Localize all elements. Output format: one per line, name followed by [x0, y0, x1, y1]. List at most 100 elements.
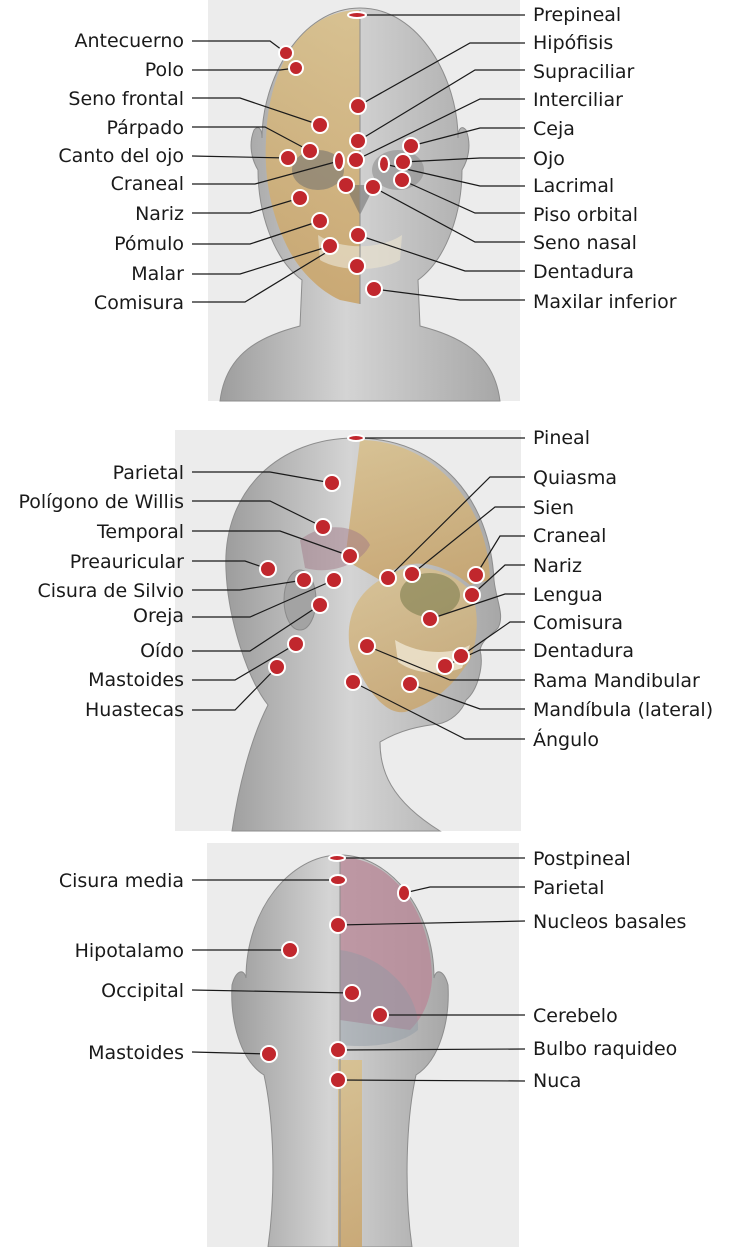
point-oido: [311, 596, 329, 614]
label-pomulo: Pómulo: [114, 233, 184, 255]
label-oido: Oído: [140, 640, 184, 662]
point-parietal-posterior: [397, 884, 411, 902]
point-lacrimal: [378, 155, 390, 173]
label-nuca: Nuca: [533, 1070, 581, 1092]
label-poligono-de-willis: Polígono de Willis: [18, 491, 184, 513]
point-polo: [288, 60, 304, 76]
panel-posterior: [207, 843, 519, 1247]
label-seno-frontal: Seno frontal: [68, 88, 184, 110]
point-quiasma: [379, 569, 397, 587]
point-cisura-de-silvio: [295, 571, 313, 589]
label-hipotalamo: Hipotalamo: [75, 940, 184, 962]
point-seno-nasal: [364, 178, 382, 196]
point-seno-frontal: [311, 116, 329, 134]
point-postpineal: [328, 854, 346, 862]
point-oreja: [325, 571, 343, 589]
label-quiasma: Quiasma: [533, 467, 617, 489]
point-sien: [403, 565, 421, 583]
point-craneal: [333, 151, 345, 171]
label-hipofisis: Hipófisis: [533, 32, 613, 54]
label-polo: Polo: [145, 59, 184, 81]
point-nucleos-basales: [329, 916, 347, 934]
point-malar: [321, 237, 339, 255]
label-sien: Sien: [533, 497, 574, 519]
point-mastoides-posterior: [260, 1045, 278, 1063]
label-preauricular: Preauricular: [70, 551, 184, 573]
point-parietal: [323, 474, 341, 492]
label-dentadura: Dentadura: [533, 261, 634, 283]
point-piso-orbital: [393, 171, 411, 189]
label-mastoides-posterior: Mastoides: [88, 1042, 184, 1064]
label-nariz-lateral: Nariz: [533, 555, 582, 577]
point-canto-del-ojo: [279, 149, 297, 167]
point-maxilar-inferior: [365, 280, 383, 298]
point-huastecas: [268, 658, 286, 676]
panel-lateral: [175, 430, 521, 832]
label-antecuerno: Antecuerno: [74, 30, 184, 52]
label-mastoides: Mastoides: [88, 669, 184, 691]
point-angulo: [344, 673, 362, 691]
point-hipotalamo: [281, 941, 299, 959]
label-parietal: Parietal: [113, 462, 184, 484]
label-cisura-de-silvio: Cisura de Silvio: [37, 580, 184, 602]
point-pomulo: [311, 212, 329, 230]
label-dentadura-lateral: Dentadura: [533, 640, 634, 662]
label-lacrimal: Lacrimal: [533, 175, 614, 197]
label-canto-del-ojo: Canto del ojo: [58, 145, 184, 167]
point-lengua: [421, 610, 439, 628]
point-mastoides: [287, 635, 305, 653]
label-interciliar: Interciliar: [533, 89, 623, 111]
label-angulo: Ángulo: [533, 728, 599, 751]
label-pineal: Pineal: [533, 427, 590, 449]
label-mandibula-lateral: Mandíbula (lateral): [533, 699, 713, 721]
label-nariz: Nariz: [135, 203, 184, 225]
point-nariz: [291, 189, 309, 207]
acupoints: [259, 11, 485, 1089]
point-hipofisis: [349, 97, 367, 115]
label-bulbo-raquideo: Bulbo raquideo: [533, 1038, 677, 1060]
label-temporal: Temporal: [96, 521, 184, 543]
label-rama-mandibular: Rama Mandibular: [533, 670, 700, 692]
label-parpado: Párpado: [107, 117, 184, 139]
point-dentadura-upper: [349, 226, 367, 244]
point-mandibula-lateral: [401, 675, 419, 693]
label-occipital: Occipital: [101, 980, 184, 1002]
point-preauricular: [259, 560, 277, 578]
label-piso-orbital: Piso orbital: [533, 204, 638, 226]
label-cisura-media: Cisura media: [59, 870, 184, 892]
point-cerebelo: [371, 1006, 389, 1024]
label-maxilar-inferior: Maxilar inferior: [533, 291, 677, 313]
point-ceja: [402, 137, 420, 155]
point-dentadura-lower: [348, 257, 366, 275]
point-nariz-frontal: [337, 176, 355, 194]
point-dentadura-lateral: [436, 657, 454, 675]
label-seno-nasal: Seno nasal: [533, 232, 637, 254]
point-interciliar: [347, 151, 365, 169]
label-prepineal: Prepineal: [533, 4, 621, 26]
label-comisura-lateral: Comisura: [533, 612, 623, 634]
label-ojo: Ojo: [533, 148, 565, 170]
point-parpado: [301, 142, 319, 160]
point-antecuerno: [278, 45, 294, 61]
label-postpineal: Postpineal: [533, 848, 631, 870]
label-parietal-posterior: Parietal: [533, 877, 604, 899]
label-oreja: Oreja: [133, 605, 184, 627]
point-rama-mandibular: [358, 637, 376, 655]
label-nucleos-basales: Nucleos basales: [533, 911, 686, 933]
label-craneal-lateral: Craneal: [533, 525, 606, 547]
point-bulbo-raquideo: [329, 1041, 347, 1059]
point-nuca: [329, 1071, 347, 1089]
point-occipital: [343, 984, 361, 1002]
label-lengua: Lengua: [533, 584, 603, 606]
label-supraciliar: Supraciliar: [533, 61, 635, 83]
label-craneal: Craneal: [111, 173, 184, 195]
panel-frontal: [208, 0, 520, 402]
point-cisura-media: [329, 874, 347, 886]
label-huastecas: Huastecas: [85, 699, 184, 721]
point-temporal: [341, 547, 359, 565]
point-ojo: [394, 153, 412, 171]
point-comisura-lateral: [452, 647, 470, 665]
point-pineal: [347, 434, 365, 442]
point-prepineal: [347, 11, 367, 19]
